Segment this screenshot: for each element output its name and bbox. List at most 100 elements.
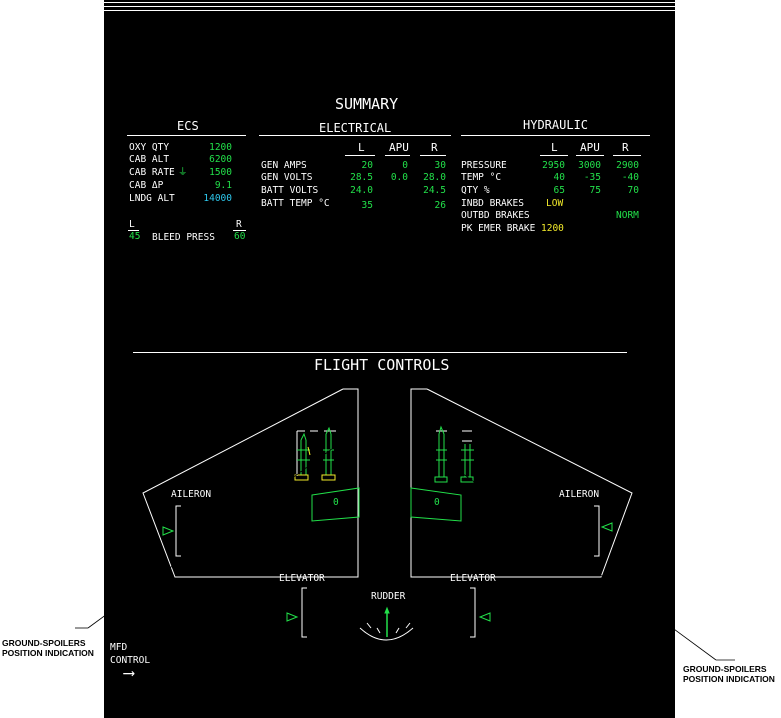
top-border-line — [104, 10, 675, 11]
top-border-line — [104, 2, 675, 3]
hyd-l-value: 2950 — [542, 160, 565, 171]
cab-rate-down-arrow-icon: ⏚ — [178, 167, 188, 178]
elec-col-apu: APU — [389, 141, 409, 154]
left-spoiler-base — [321, 474, 336, 481]
hyd-l-value: 65 — [553, 185, 565, 196]
mfd-control-arrow-icon[interactable]: ⟶ — [124, 663, 134, 682]
right-spoiler-bars — [436, 425, 474, 477]
left-spoiler-bars — [297, 426, 334, 475]
right-callout-line2: POSITION INDICATION — [683, 674, 775, 684]
hyd-col-apu: APU — [580, 141, 600, 154]
hyd-col-underline — [613, 155, 641, 156]
rudder-label: RUDDER — [371, 591, 406, 602]
hyd-col-l: L — [551, 141, 558, 154]
left-aileron-label: AILERON — [171, 489, 212, 500]
right-callout-leader — [446, 461, 717, 661]
ecs-label: CAB ALT — [129, 154, 170, 165]
ecs-label: LNDG ALT — [129, 193, 175, 204]
hyd-label: INBD BRAKES — [461, 198, 524, 209]
mfd-control-line2[interactable]: CONTROL — [110, 655, 151, 666]
ecs-value: 1500 — [209, 167, 232, 178]
left-flap-value: 0 — [333, 497, 339, 508]
bleed-left-label: L — [129, 219, 135, 230]
elec-col-underline — [345, 155, 375, 156]
hyd-col-underline — [540, 155, 568, 156]
elec-apu-value: 0 — [402, 160, 408, 171]
right-elevator-scale — [470, 587, 476, 638]
hyd-r-value: 2900 — [616, 160, 639, 171]
elec-r-value: 26 — [434, 200, 446, 211]
right-flap-value: 0 — [434, 497, 440, 508]
right-aileron-pointer — [600, 522, 613, 532]
flight-controls-title: FLIGHT CONTROLS — [314, 356, 450, 374]
ecs-label: CAB ΔP — [129, 180, 164, 191]
left-flap-box — [311, 487, 360, 522]
hyd-r-value: -40 — [621, 172, 639, 183]
right-wing-outline — [410, 388, 633, 578]
elec-col-r: R — [431, 141, 438, 154]
left-elevator-pointer — [286, 612, 299, 622]
hyd-label: QTY % — [461, 185, 490, 196]
electrical-title: ELECTRICAL — [319, 121, 392, 135]
hyd-label: TEMP °C — [461, 172, 502, 183]
hyd-label: PRESSURE — [461, 160, 507, 171]
rudder-scale — [359, 627, 414, 641]
hyd-apu-value: 3000 — [578, 160, 601, 171]
left-spoiler-base — [294, 474, 309, 481]
elec-r-value: 30 — [434, 160, 446, 171]
pk-emer-brake-value: 1200 — [541, 223, 564, 234]
elec-col-underline — [420, 155, 446, 156]
mfd-screen — [104, 0, 675, 718]
elec-r-value: 28.0 — [423, 172, 446, 183]
ecs-divider — [127, 135, 246, 136]
bleed-right-underline — [233, 230, 246, 231]
electrical-divider — [259, 135, 451, 136]
ecs-value: 1200 — [209, 142, 232, 153]
elec-l-value: 20 — [361, 160, 373, 171]
left-aileron-pointer — [162, 526, 175, 536]
hyd-apu-value: 75 — [589, 185, 601, 196]
hyd-col-r: R — [622, 141, 629, 154]
left-elevator-label: ELEVATOR — [279, 573, 325, 584]
elec-l-value: 35 — [361, 200, 373, 211]
right-elevator-label: ELEVATOR — [450, 573, 496, 584]
ecs-value: 6200 — [209, 154, 232, 165]
left-elevator-scale — [301, 587, 307, 638]
hyd-label: OUTBD BRAKES — [461, 210, 530, 221]
elec-label: GEN AMPS — [261, 160, 307, 171]
elec-label: BATT TEMP °C — [261, 198, 330, 209]
hyd-l-value: 40 — [553, 172, 565, 183]
hyd-col-underline — [576, 155, 604, 156]
bleed-right-value: 60 — [234, 231, 246, 242]
elec-r-value: 24.5 — [423, 185, 446, 196]
left-aileron-scale — [175, 505, 181, 557]
left-wing-outline — [142, 388, 359, 578]
ecs-label: OXY QTY — [129, 142, 170, 153]
hydraulic-divider — [461, 135, 650, 136]
mfd-control-line1[interactable]: MFD — [110, 642, 128, 653]
hyd-r-value: 70 — [627, 185, 639, 196]
bleed-right-label: R — [236, 219, 242, 230]
hyd-label: PK EMER BRAKE — [461, 223, 536, 234]
right-callout-line1: GROUND-SPOILERS — [683, 664, 767, 674]
bleed-left-value: 45 — [129, 231, 141, 242]
outbd-brakes-status: NORM — [616, 210, 639, 221]
left-ground-spoilers — [296, 430, 336, 476]
elec-apu-value: 0.0 — [390, 172, 408, 183]
top-border-line — [104, 6, 675, 7]
bleed-left-underline — [128, 230, 139, 231]
ecs-value: 14000 — [203, 193, 232, 204]
ecs-value: 9.1 — [214, 180, 232, 191]
inbd-brakes-status: LOW — [546, 198, 564, 209]
elec-l-value: 24.0 — [350, 185, 373, 196]
left-callout-leader — [87, 442, 341, 629]
left-callout-line2: POSITION INDICATION — [2, 648, 94, 658]
elec-l-value: 28.5 — [350, 172, 373, 183]
elec-col-underline — [385, 155, 410, 156]
right-elevator-pointer — [478, 612, 491, 622]
ecs-title: ECS — [177, 119, 199, 133]
right-ground-spoilers — [436, 430, 472, 442]
page-title: SUMMARY — [335, 95, 399, 113]
elec-label: BATT VOLTS — [261, 185, 319, 196]
